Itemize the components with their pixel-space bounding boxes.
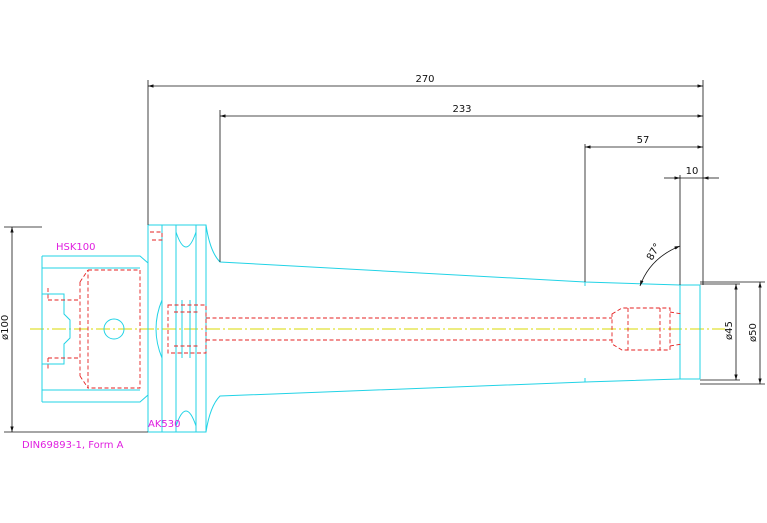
dimension-flange-diameter-text: ø100 (0, 315, 11, 340)
dimension-overall-length-text: 270 (415, 74, 434, 85)
dimension-bore-diameter: ø45 (724, 284, 738, 380)
taper-body-outline (205, 224, 701, 433)
dimension-nose-diameter: ø50 (748, 282, 762, 384)
dimension-nose-length: 57 (585, 135, 703, 149)
dimension-taper-length-text: 233 (452, 104, 471, 115)
dimension-flange-diameter: ø100 (0, 227, 14, 432)
extension-lines (4, 80, 765, 433)
dimension-nose-diameter-text: ø50 (748, 323, 759, 342)
dimension-taper-angle-text: 87° (645, 242, 663, 263)
dimension-taper-angle: 87° (639, 242, 681, 287)
dimension-tip-length-text: 10 (686, 166, 699, 177)
standard-label: DIN69893-1, Form A (22, 440, 124, 451)
interface-label: HSK100 (56, 242, 96, 253)
clamping-ring-label: AK530 (148, 419, 181, 430)
dimension-nose-length-text: 57 (637, 135, 650, 146)
dimension-tip-length: 10 (664, 166, 719, 180)
flange-outline (147, 224, 207, 433)
dimension-overall-length: 270 (148, 74, 703, 88)
dimension-bore-diameter-text: ø45 (724, 321, 735, 340)
dimension-taper-length: 233 (220, 104, 703, 118)
hidden-lines (47, 231, 683, 389)
hsk-shank-outline (41, 255, 149, 403)
